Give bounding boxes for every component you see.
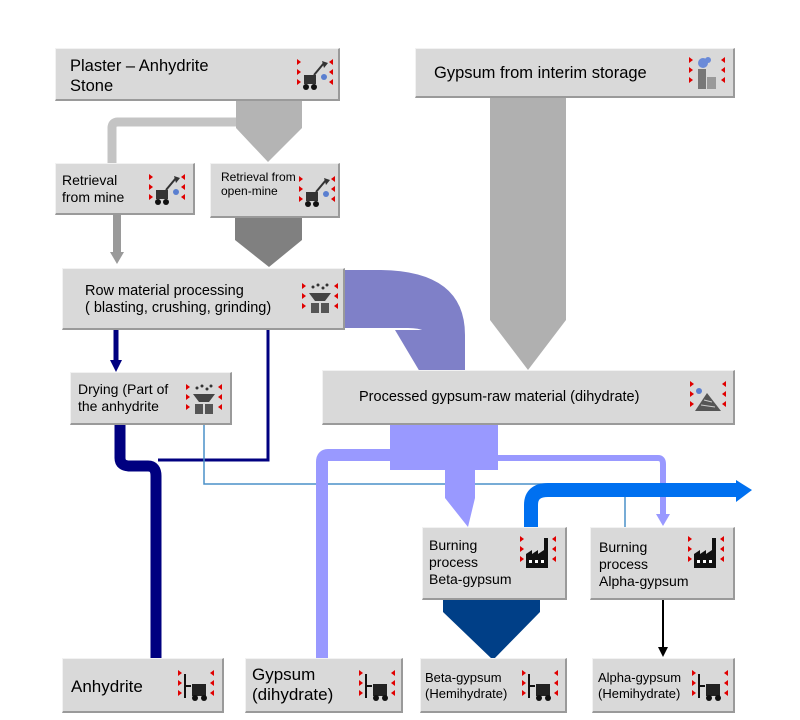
flow-retrieval-open-to-row: [235, 218, 302, 267]
node-label: Row material processing ( blasting, crus…: [85, 283, 272, 317]
flow-row-to-processed: [345, 270, 465, 370]
node-drying: Drying (Part of the anhydrite: [70, 372, 232, 425]
node-beta-gypsum-hemihydrate: Beta-gypsum (Hemihydrate): [420, 658, 567, 713]
factory-icon: [688, 536, 724, 568]
crusher-icon: [302, 283, 338, 313]
node-gypsum-dihydrate: Gypsum (dihydrate): [245, 658, 403, 713]
flow-row-to-drying-arrowhead: [110, 360, 122, 372]
forklift-icon: [522, 670, 558, 701]
flow-plaster-to-retrieval-mine: [107, 117, 245, 163]
node-label: Gypsum (dihydrate): [252, 665, 334, 705]
mining-machinery-icon: [297, 59, 333, 90]
flow-retrieval-mine-to-row-arrowhead: [110, 252, 124, 264]
node-label: Beta-gypsum (Hemihydrate): [425, 670, 508, 701]
node-label: Retrieval from mine: [62, 172, 125, 205]
node-retrieval-from-mine: Retrieval from mine: [55, 163, 195, 215]
forklift-icon: [178, 670, 214, 701]
node-label: Plaster – Anhydrite Stone: [70, 57, 209, 95]
flow-processed-to-burning-beta: [390, 424, 498, 527]
node-label: Retrieval from open-mine: [221, 170, 296, 199]
flow-recycle-arrowhead: [736, 480, 752, 502]
node-gypsum-interim-storage: Gypsum from interim storage: [415, 48, 735, 98]
node-label: Processed gypsum-raw material (dihydrate…: [359, 389, 640, 405]
flow-burning-alpha-to-alpha-gypsum-arrowhead: [658, 647, 668, 657]
node-label: Burning process Alpha-gypsum: [599, 539, 689, 589]
mining-machinery-icon: [299, 176, 335, 207]
raw-material-pile-icon: [690, 381, 726, 411]
flow-row-to-processed-head: [395, 330, 445, 372]
node-label: Alpha-gypsum (Hemihydrate): [598, 670, 682, 701]
flow-processed-to-burning-alpha: [498, 455, 666, 516]
node-anhydrite: Anhydrite: [62, 658, 224, 713]
node-label: Anhydrite: [71, 677, 143, 696]
flow-burning-beta-to-beta-gypsum: [443, 598, 540, 660]
node-retrieval-from-open-mine: Retrieval from open-mine: [210, 163, 340, 218]
factory-icon: [520, 536, 556, 568]
node-label: Burning process Beta-gypsum: [429, 537, 512, 587]
storage-silo-icon: [689, 57, 725, 89]
node-label: Drying (Part of the anhydrite: [78, 381, 169, 414]
flow-drying-to-anhydrite: [114, 425, 162, 658]
crusher-icon: [186, 384, 222, 414]
flow-row-to-anhydrite: [158, 328, 270, 462]
node-alpha-gypsum-hemihydrate: Alpha-gypsum (Hemihydrate): [592, 658, 735, 713]
node-label: Gypsum from interim storage: [434, 64, 647, 82]
mining-machinery-icon: [149, 174, 185, 205]
flow-processed-to-gypsum: [316, 449, 392, 658]
node-burning-process-alpha: Burning process Alpha-gypsum: [590, 527, 735, 600]
node-row-material-processing: Row material processing ( blasting, crus…: [62, 268, 345, 330]
flow-plaster-to-retrieval-open: [236, 100, 302, 162]
node-plaster-anhydrite-stone: Plaster – Anhydrite Stone: [55, 48, 340, 101]
flow-storage-to-processed: [490, 98, 566, 370]
forklift-icon: [692, 670, 728, 701]
flow-drying-to-burning-alpha: [203, 425, 626, 527]
forklift-icon: [359, 670, 395, 701]
flow-processed-to-burning-alpha-arrowhead: [656, 514, 670, 526]
node-processed-gypsum-raw-material: Processed gypsum-raw material (dihydrate…: [322, 370, 735, 425]
flow-burning-to-recycle: [524, 483, 738, 527]
node-burning-process-beta: Burning process Beta-gypsum: [422, 527, 567, 600]
